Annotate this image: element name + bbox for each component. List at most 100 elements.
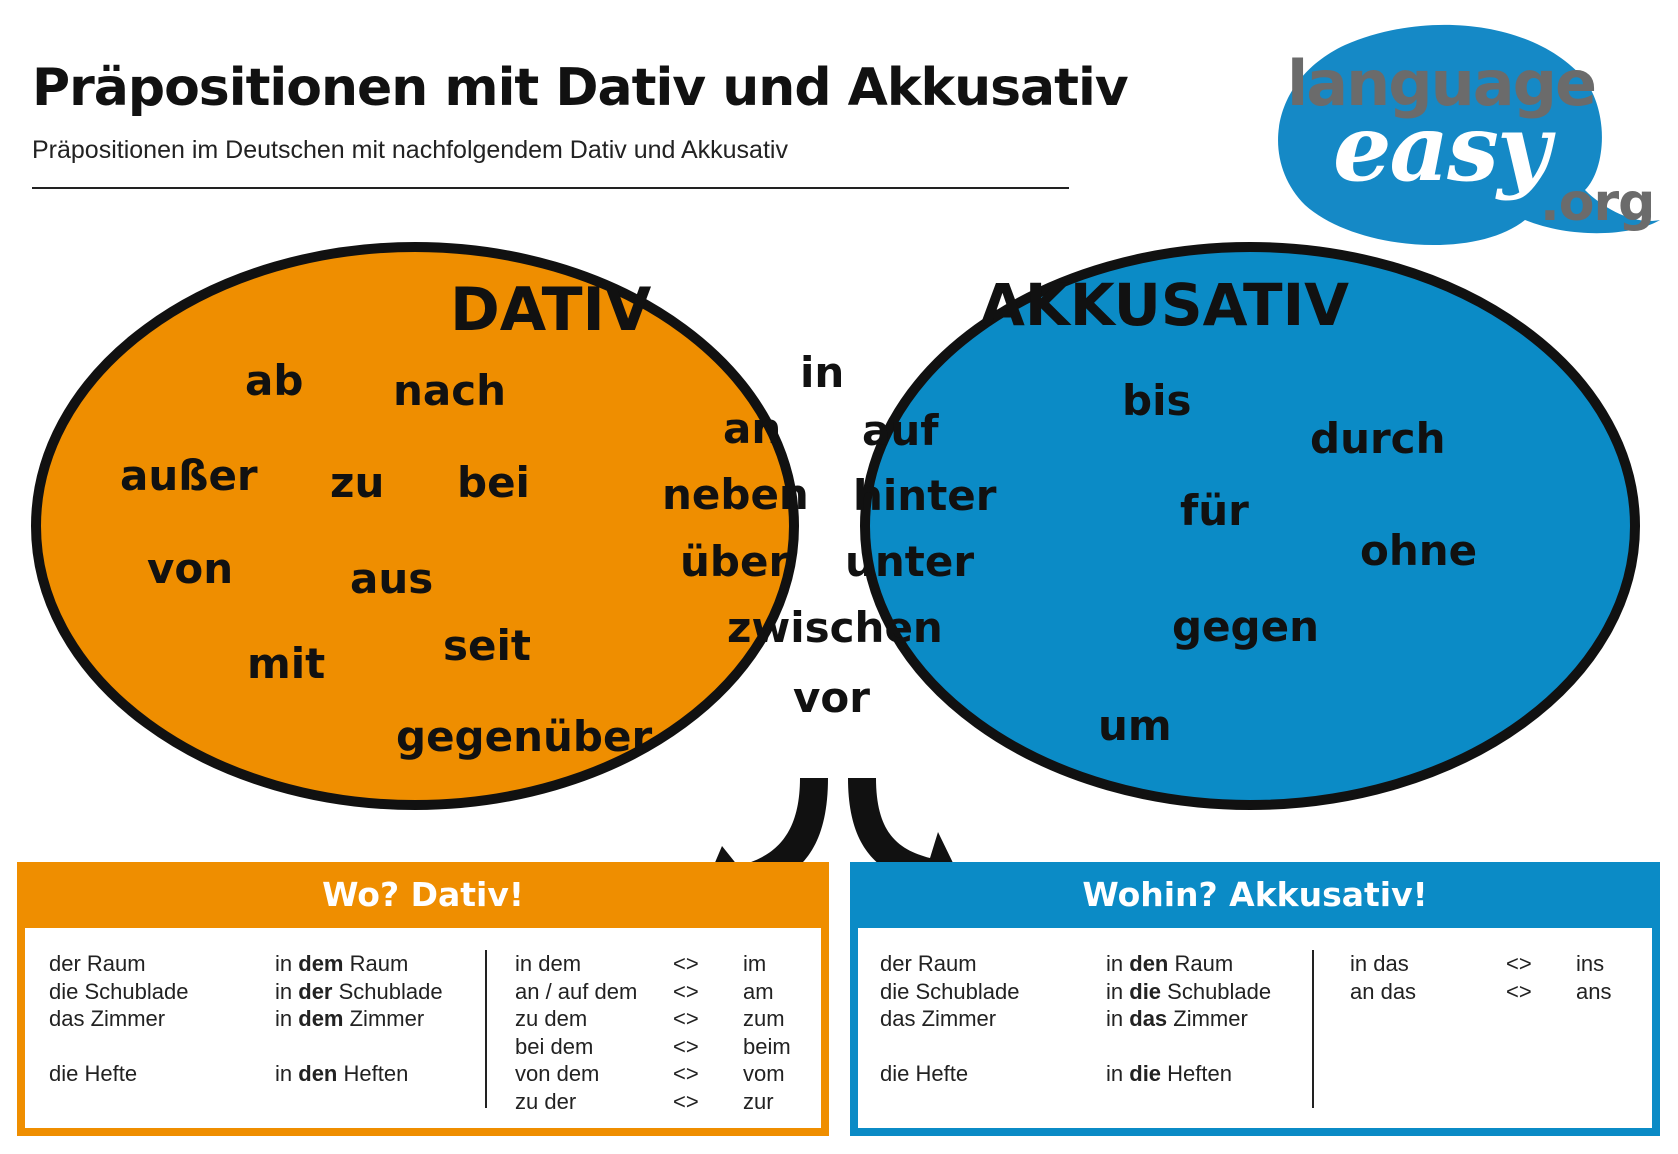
noun: die Schublade <box>880 978 1020 1004</box>
dativ-word: außer <box>120 451 258 500</box>
akkusativ-word: bis <box>1122 376 1192 425</box>
dativ-contraction-sym-column: <> <> <> <> <> <> <box>673 950 699 1115</box>
contraction-long: zu dem <box>515 1006 588 1031</box>
contraction-long: in das <box>1350 951 1409 976</box>
noun: die Hefte <box>880 1061 969 1086</box>
contraction-short: beim <box>743 1033 791 1059</box>
dativ-word: ab <box>245 356 304 405</box>
form: in die Heften <box>1106 1061 1232 1086</box>
akkusativ-contraction-long-column: in das an das <box>1350 950 1416 1005</box>
akkusativ-outline <box>860 242 1640 810</box>
dativ-word: mit <box>247 639 326 688</box>
both-word: zwischen <box>727 603 943 652</box>
akkusativ-heading: AKKUSATIV <box>980 271 1350 339</box>
form: in der Schublade <box>275 978 443 1004</box>
contraction-short: ins <box>1576 951 1605 976</box>
dativ-contraction-long-column: in dem an / auf dem zu dem bei dem von d… <box>515 950 637 1115</box>
logo-line1: language <box>1287 47 1595 120</box>
contraction-short: ans <box>1576 978 1612 1004</box>
akkusativ-panel-body: der Raum die Schublade das Zimmer die He… <box>858 928 1652 1128</box>
form: in den Raum <box>1106 951 1234 976</box>
contraction-long: von dem <box>515 1061 600 1086</box>
contraction-symbol: <> <box>673 978 699 1004</box>
akkusativ-panel-heading: Wohin? Akkusativ! <box>1082 875 1428 914</box>
languageeasy-logo: language easy .org <box>1278 24 1660 246</box>
form <box>275 1033 443 1061</box>
title-divider <box>32 187 1069 189</box>
akkusativ-word: ohne <box>1360 526 1478 575</box>
contraction-short: zum <box>743 1006 785 1031</box>
akkusativ-word: durch <box>1310 414 1446 463</box>
contraction-short: im <box>743 951 767 976</box>
dativ-panel-body: der Raum die Schublade das Zimmer die He… <box>25 928 821 1128</box>
logo-line2: easy <box>1333 94 1556 202</box>
dativ-word: zu <box>330 458 385 507</box>
noun: die Hefte <box>49 1061 138 1086</box>
both-word: auf <box>862 406 939 455</box>
dativ-word: aus <box>350 554 434 603</box>
akkusativ-contraction-short-column: ins ans <box>1576 950 1611 1005</box>
dativ-word: gegenüber <box>396 712 653 761</box>
column-divider <box>485 950 487 1108</box>
both-word: in <box>800 348 845 397</box>
contraction-long: in dem <box>515 951 582 976</box>
logo-line3: .org <box>1540 173 1654 233</box>
form: in das Zimmer <box>1106 1006 1248 1031</box>
dativ-ellipse <box>36 247 794 805</box>
arrow-to-akkusativ <box>848 778 962 880</box>
column-divider <box>1312 950 1314 1108</box>
contraction-long: bei dem <box>515 1033 594 1059</box>
noun <box>880 1033 1019 1061</box>
dativ-heading: DATIV <box>450 275 652 345</box>
noun: der Raum <box>49 951 146 976</box>
form: in die Schublade <box>1106 978 1272 1004</box>
noun <box>49 1033 188 1061</box>
akkusativ-contraction-sym-column: <> <> <box>1506 950 1532 1005</box>
dativ-panel-heading: Wo? Dativ! <box>322 875 524 914</box>
akkusativ-word: um <box>1098 701 1172 750</box>
contraction-long: zu der <box>515 1088 577 1114</box>
akkusativ-panel: Wohin? Akkusativ! der Raum die Schublade… <box>850 862 1660 1136</box>
contraction-symbol: <> <box>673 951 699 976</box>
dativ-nouns-column: der Raum die Schublade das Zimmer die He… <box>49 950 188 1088</box>
noun: der Raum <box>880 951 977 976</box>
akkusativ-ellipse <box>865 247 1635 805</box>
both-word: neben <box>662 470 809 519</box>
both-word: über <box>680 537 790 586</box>
dativ-word: seit <box>443 621 531 670</box>
contraction-short: vom <box>743 1061 785 1086</box>
both-word: vor <box>793 673 870 722</box>
venn-diagram <box>31 242 1640 880</box>
contraction-short: zur <box>743 1088 774 1114</box>
dativ-forms-column: in dem Raum in der Schublade in dem Zimm… <box>275 950 443 1088</box>
arrow-to-dativ <box>707 778 828 880</box>
akkusativ-word: für <box>1180 486 1249 535</box>
noun: das Zimmer <box>880 1006 997 1031</box>
dativ-contraction-short-column: im am zum beim vom zur <box>743 950 791 1115</box>
dativ-word: bei <box>457 458 530 507</box>
contraction-long: an / auf dem <box>515 978 638 1004</box>
page-title: Präpositionen mit Dativ und Akkusativ <box>32 58 1129 118</box>
noun: das Zimmer <box>49 1006 166 1031</box>
form: in dem Zimmer <box>275 1006 425 1031</box>
contraction-short: am <box>743 978 774 1004</box>
form: in den Heften <box>275 1061 409 1086</box>
form: in dem Raum <box>275 951 409 976</box>
contraction-symbol: <> <box>1506 978 1532 1004</box>
contraction-symbol: <> <box>1506 951 1532 976</box>
form <box>1106 1033 1271 1061</box>
both-word: an <box>723 404 782 453</box>
akkusativ-word: gegen <box>1172 602 1319 651</box>
both-word: hinter <box>853 471 997 520</box>
akkusativ-nouns-column: der Raum die Schublade das Zimmer die He… <box>880 950 1019 1088</box>
both-word: unter <box>845 537 975 586</box>
noun: die Schublade <box>49 978 189 1004</box>
dativ-outline <box>31 242 799 810</box>
dativ-word: von <box>147 544 234 593</box>
contraction-symbol: <> <box>673 1088 699 1114</box>
dativ-panel: Wo? Dativ! der Raum die Schublade das Zi… <box>17 862 829 1136</box>
contraction-long: an das <box>1350 978 1417 1004</box>
akkusativ-forms-column: in den Raum in die Schublade in das Zimm… <box>1106 950 1271 1088</box>
page-subtitle: Präpositionen im Deutschen mit nachfolge… <box>32 136 788 164</box>
dativ-word: nach <box>393 366 507 415</box>
